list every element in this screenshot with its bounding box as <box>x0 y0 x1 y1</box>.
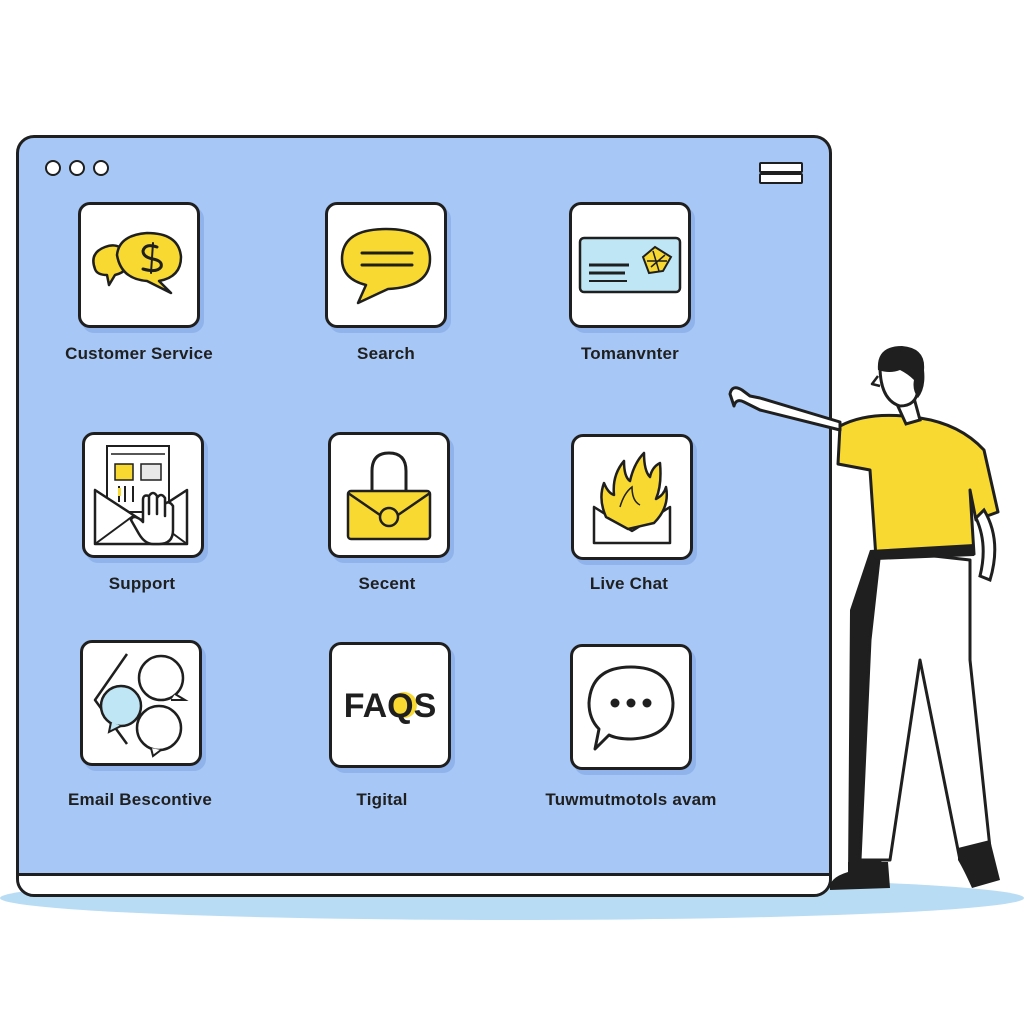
chat-bubbles-icon <box>93 653 189 758</box>
chat-ellipsis-icon <box>587 665 675 751</box>
tile-secent[interactable] <box>328 432 450 558</box>
tile-live-chat[interactable] <box>571 434 693 560</box>
tile-label: Support <box>108 574 176 593</box>
tile-search[interactable] <box>325 202 447 328</box>
card-map-icon <box>578 236 682 294</box>
tile-tuwmutmotols-avam[interactable] <box>570 644 692 770</box>
envelope-hand-icon <box>93 445 189 546</box>
tile-label: Tomanvnter <box>580 344 680 363</box>
flame-envelope-icon <box>592 451 672 545</box>
tile-customer-service[interactable] <box>78 202 200 328</box>
tile-tomanvnter[interactable] <box>569 202 691 328</box>
speech-bubbles-dollar-icon <box>92 231 183 295</box>
locked-envelope-icon <box>346 451 432 541</box>
tile-label: Email Bescontive <box>68 790 212 809</box>
tile-email-bescontive[interactable] <box>80 640 202 766</box>
hamburger-menu-icon[interactable] <box>759 162 803 184</box>
speech-bubble-lines-icon <box>340 227 432 305</box>
tile-label: Live Chat <box>589 574 669 593</box>
tile-label: Secent <box>358 574 416 593</box>
tile-label: Search <box>357 344 415 363</box>
window-control-dot[interactable] <box>69 160 85 176</box>
tile-label: Customer Service <box>65 344 213 363</box>
window-control-dot[interactable] <box>93 160 109 176</box>
person-illustration <box>728 346 1000 890</box>
tile-support[interactable] <box>82 432 204 558</box>
window-bottom-bar <box>19 873 829 894</box>
faqs-text: FAQS <box>344 687 437 725</box>
faqs-icon: FAQS <box>344 687 437 725</box>
window-controls <box>45 160 109 176</box>
tile-tigital[interactable]: FAQS <box>329 642 451 768</box>
window-control-dot[interactable] <box>45 160 61 176</box>
tile-label: Tigital <box>356 790 408 809</box>
app-window: Customer Service Search Tomanvnter <box>16 135 832 897</box>
tile-label: Tuwmutmotols avam <box>545 790 717 809</box>
